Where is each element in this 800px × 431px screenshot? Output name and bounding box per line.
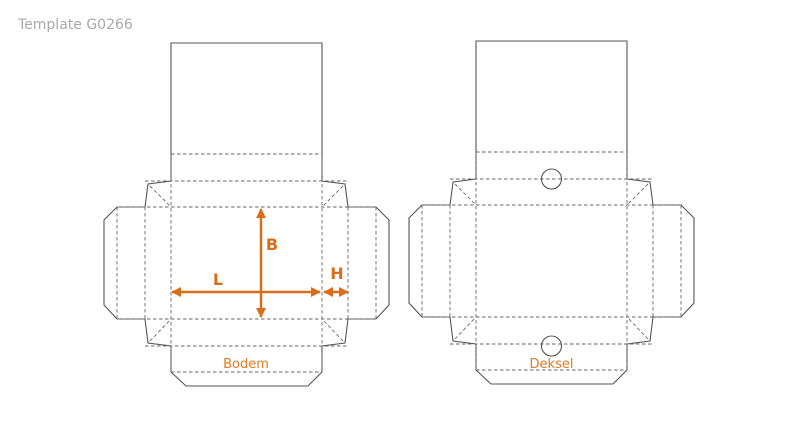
dimension-arrows: B L H: [171, 208, 349, 318]
height-label: H: [330, 264, 343, 283]
bottom-piece-net: B L H Bodem: [103, 42, 390, 387]
lid-piece-label: Deksel: [530, 357, 574, 372]
width-label: B: [266, 235, 278, 254]
thumb-hole-top: [540, 168, 563, 190]
bottom-piece-label: Bodem: [223, 357, 269, 372]
thumb-hole-bottom: [540, 335, 563, 357]
length-label: L: [213, 270, 223, 289]
lid-piece-net: Deksel: [408, 40, 695, 385]
template-title: Template G0266: [18, 17, 133, 33]
